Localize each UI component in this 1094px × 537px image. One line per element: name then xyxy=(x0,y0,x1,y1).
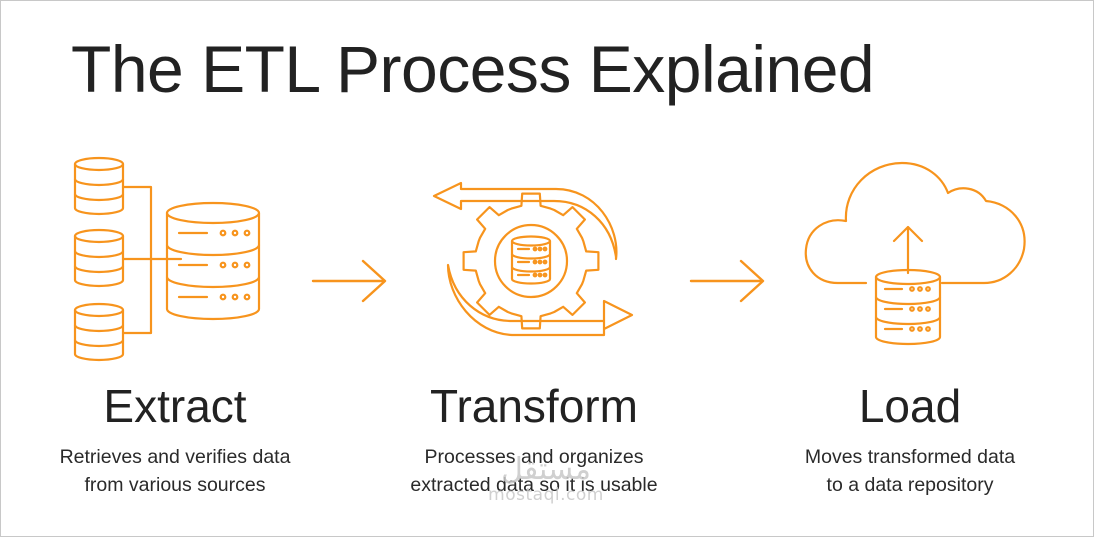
gear xyxy=(462,192,600,330)
step-load-title: Load xyxy=(858,380,962,432)
step-extract-desc-line1: Retrieves and verifies data xyxy=(59,446,291,468)
upload-arrow xyxy=(892,225,924,275)
arrow-right-icon xyxy=(311,259,387,303)
cloud-upload-icon xyxy=(804,161,1026,346)
gear-hub xyxy=(493,223,569,299)
connector-lines xyxy=(121,185,183,335)
gear-database xyxy=(510,235,552,285)
step-transform-description: Processes and organizes extracted data s… xyxy=(354,443,714,499)
gear-cycle-icon xyxy=(432,181,634,337)
step-load-desc-line1: Moves transformed data xyxy=(804,446,1016,468)
small-database-middle xyxy=(73,228,125,288)
cycle-arrow-top xyxy=(432,181,618,261)
small-database-bottom xyxy=(73,302,125,362)
step-extract-description: Retrieves and verifies data from various… xyxy=(1,443,355,499)
step-extract-desc-line2: from various sources xyxy=(84,474,266,496)
step-transform-title: Transform xyxy=(430,380,638,432)
large-database xyxy=(165,201,261,321)
cloud-outline xyxy=(804,161,1026,285)
step-transform-desc-line2: extracted data so it is usable xyxy=(410,474,658,496)
database-cluster-icon xyxy=(73,156,261,362)
arrow-right-icon xyxy=(689,259,765,303)
step-transform-desc-line1: Processes and organizes xyxy=(424,446,644,468)
small-database-top xyxy=(73,156,125,216)
step-load-desc-line2: to a data repository xyxy=(826,474,994,496)
cycle-arrow-bottom xyxy=(446,263,634,337)
page-title: The ETL Process Explained xyxy=(71,32,875,106)
step-load-description: Moves transformed data to a data reposit… xyxy=(730,443,1090,499)
step-extract-title: Extract xyxy=(103,380,247,432)
load-database xyxy=(874,268,942,346)
